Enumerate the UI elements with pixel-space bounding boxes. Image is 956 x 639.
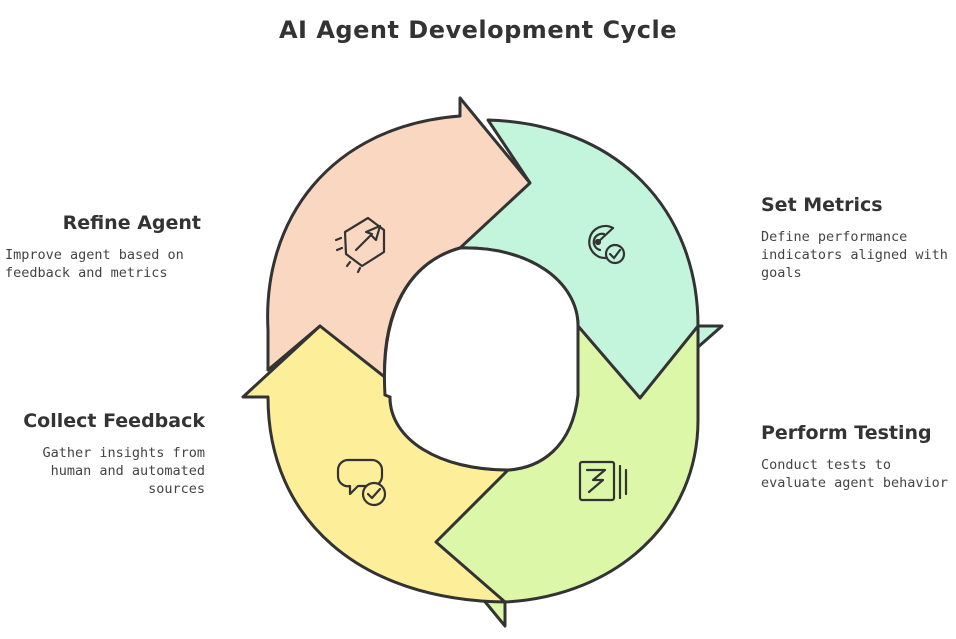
chat-check-icon: [336, 458, 387, 507]
step-label: Collect Feedback: [23, 410, 205, 432]
step-label: Refine Agent: [62, 212, 201, 234]
step-description: Define performance indicators aligned wi…: [761, 229, 948, 281]
test-document-icon: [578, 460, 628, 502]
step-refine-agent: Refine Agent Improve agent based on feed…: [5, 212, 201, 282]
step-set-metrics: Set Metrics Define performance indicator…: [761, 194, 951, 282]
step-description: Conduct tests to evaluate agent behavior: [761, 457, 948, 491]
step-label: Set Metrics: [761, 194, 883, 216]
step-description: Gather insights from human and automated…: [42, 445, 205, 497]
step-description: Improve agent based on feedback and metr…: [5, 247, 184, 281]
diagram-title: AI Agent Development Cycle: [278, 16, 677, 44]
inner-outline: [382, 246, 580, 472]
step-label: Perform Testing: [761, 422, 932, 444]
step-perform-testing: Perform Testing Conduct tests to evaluat…: [761, 422, 951, 492]
step-collect-feedback: Collect Feedback Gather insights from hu…: [5, 410, 205, 498]
chip-arrow-icon: [334, 216, 386, 274]
target-check-icon: [588, 224, 626, 265]
